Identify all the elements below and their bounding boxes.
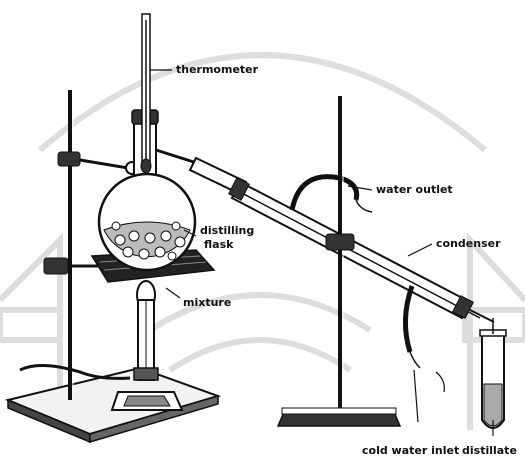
label-water-outlet: water outlet bbox=[376, 184, 453, 196]
label-distillate: distillate bbox=[462, 445, 517, 457]
label-distilling-flask-line1: distilling bbox=[200, 225, 254, 237]
label-thermometer: thermometer bbox=[176, 64, 258, 76]
label-mixture: mixture bbox=[183, 297, 231, 309]
leader-lines bbox=[150, 70, 493, 436]
thermometer bbox=[141, 14, 151, 173]
label-cold-water-inlet: cold water inlet bbox=[362, 445, 459, 457]
label-distilling-flask-line2: flask bbox=[204, 239, 233, 251]
collecting-test-tube bbox=[480, 318, 506, 428]
label-condenser: condenser bbox=[436, 238, 501, 250]
